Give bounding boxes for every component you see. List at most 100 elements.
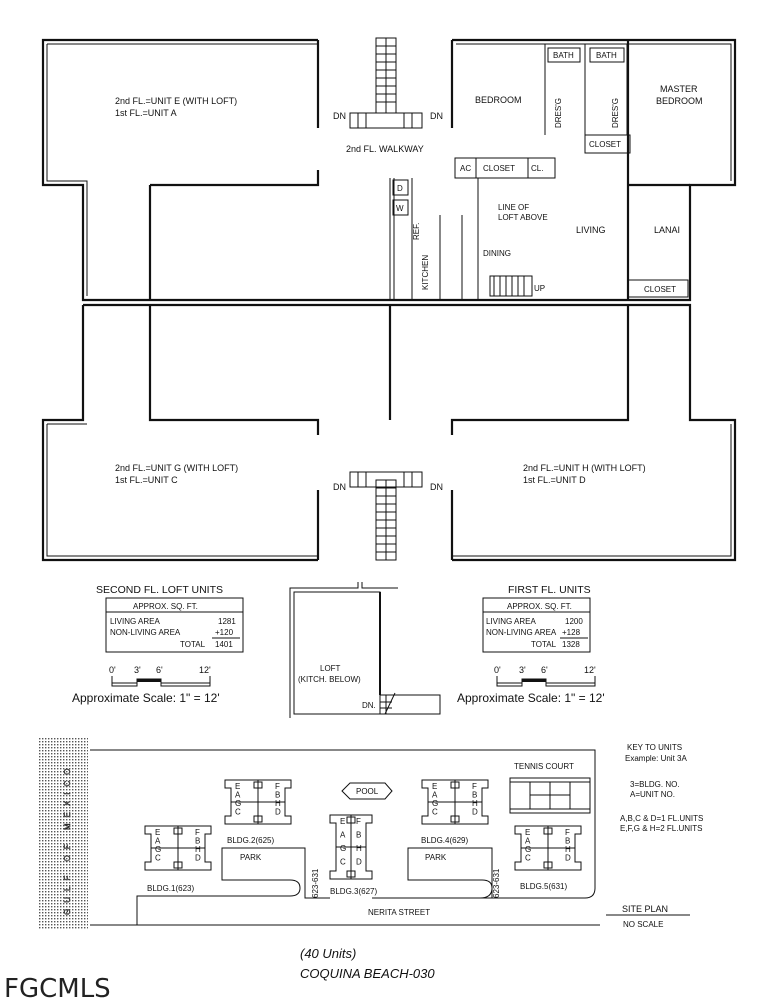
loft-dn-label: DN. (362, 701, 376, 710)
unit-letter: H (356, 844, 362, 853)
unit-letter: A (432, 791, 438, 800)
loft-label: (KITCH. BELOW) (298, 675, 361, 684)
second-floor-sqft-table: SECOND FL. LOFT UNITS APPROX. SQ. FT. LI… (96, 584, 244, 653)
kitchen-label: KITCHEN (421, 255, 430, 290)
scale-bar-right: 0' 3' 6' 12' Approximate Scale: 1" = 12' (457, 665, 605, 705)
bottom-left-unit-label: 1st FL.=UNIT C (115, 475, 178, 485)
address-range-label: 623-631 (492, 868, 501, 898)
unit-letter: A (340, 831, 346, 840)
ref-label: REF. (412, 223, 421, 240)
gulf-water (38, 738, 88, 930)
tennis-court (509, 777, 591, 814)
row-value: +128 (562, 628, 581, 637)
bottom-right-unit-label: 2nd FL.=UNIT H (WITH LOFT) (523, 463, 646, 473)
unit-letter: E (432, 782, 437, 791)
unit-letter: F (356, 817, 361, 826)
washer-label: W (396, 204, 404, 213)
dressing-label: DRES'G (611, 98, 620, 128)
unit-letter: C (155, 854, 161, 863)
stair-icon (253, 781, 263, 789)
building-label: BLDG.5(631) (520, 882, 567, 891)
unit-letter: D (356, 858, 362, 867)
bath-label: BATH (553, 51, 574, 60)
stair-icon (173, 827, 183, 835)
building-outline (144, 825, 212, 871)
stair-icon (543, 827, 553, 835)
unit-letter: F (565, 828, 570, 837)
unit-letter: G (235, 799, 241, 808)
row-label: LIVING AREA (486, 617, 536, 626)
unit-letter: C (525, 854, 531, 863)
unit-letter: G (340, 844, 346, 853)
key-line: E,F,G & H=2 FL.UNITS (620, 824, 702, 833)
top-left-unit-label: 2nd FL.=UNIT E (WITH LOFT) (115, 96, 237, 106)
lanai-label: LANAI (654, 225, 680, 235)
row-label: TOTAL (531, 640, 557, 649)
building-label: BLDG.4(629) (421, 836, 468, 845)
row-value: 1281 (218, 617, 236, 626)
unit-letter: F (472, 782, 477, 791)
gulf-label: GULF OF MEXICO (63, 763, 72, 915)
key-line: A=UNIT NO. (630, 790, 675, 799)
row-label: LIVING AREA (110, 617, 160, 626)
unit-letter: E (340, 817, 345, 826)
scale-tick: 0' (109, 665, 116, 675)
unit-letter: C (432, 808, 438, 817)
ac-label: AC (460, 164, 471, 173)
cl-label: CL. (531, 164, 543, 173)
unit-key: KEY TO UNITS Example: Unit 3A 3=BLDG. NO… (620, 743, 703, 833)
stair-down-label: DN (430, 111, 443, 121)
stair-icon (346, 870, 356, 878)
address-range-label: 623-631 (311, 868, 320, 898)
stair-down-label: DN (333, 482, 346, 492)
row-label: TOTAL (180, 640, 206, 649)
top-left-unit-label: 1st FL.=UNIT A (115, 108, 177, 118)
row-value: 1328 (562, 640, 580, 649)
first-floor-sqft-table: FIRST FL. UNITS APPROX. SQ. FT. LIVING A… (482, 584, 591, 653)
pool-label: POOL (356, 787, 379, 796)
unit-letter: G (432, 799, 438, 808)
loft-line-label: LOFT ABOVE (498, 213, 548, 222)
loft-label: LOFT (320, 664, 341, 673)
scale-tick: 6' (541, 665, 548, 675)
table-header: APPROX. SQ. FT. (133, 602, 198, 611)
unit-labels: 2nd FL.=UNIT E (WITH LOFT) 1st FL.=UNIT … (115, 96, 646, 492)
key-title: KEY TO UNITS (627, 743, 682, 752)
stair-icon (450, 815, 460, 823)
unit-letter: E (155, 828, 160, 837)
stair-icon (543, 861, 553, 869)
scale-tick: 12' (584, 665, 596, 675)
stair-down-label: DN (430, 482, 443, 492)
table-title: SECOND FL. LOFT UNITS (96, 584, 223, 596)
key-line: 3=BLDG. NO. (630, 780, 680, 789)
unit-letter: F (275, 782, 280, 791)
row-value: 1200 (565, 617, 583, 626)
scale-tick: 3' (134, 665, 141, 675)
master-bedroom-label: MASTER (660, 84, 698, 94)
stair-icon (253, 815, 263, 823)
unit-count: (40 Units) (300, 946, 356, 961)
room-labels: BEDROOM BATH BATH MASTER BEDROOM DRES'G … (396, 51, 703, 294)
building-label: BLDG.2(625) (227, 836, 274, 845)
table-header: APPROX. SQ. FT. (507, 602, 572, 611)
bottom-right-unit-label: 1st FL.=UNIT D (523, 475, 586, 485)
unit-letter: A (155, 837, 161, 846)
building-outline (514, 825, 582, 871)
loft-line-label: LINE OF (498, 203, 529, 212)
site-plan-title: SITE PLAN (622, 904, 668, 914)
stair-down-label: DN (333, 111, 346, 121)
building-label: BLDG.3(627) (330, 887, 377, 896)
unit-letter: A (235, 791, 241, 800)
key-line: A,B,C & D=1 FL.UNITS (620, 814, 703, 823)
unit-letter: H (275, 799, 281, 808)
unit-letter: D (472, 808, 478, 817)
project-name: COQUINA BEACH-030 (300, 966, 435, 981)
scale-bar-left: 0' 3' 6' 12' Approximate Scale: 1" = 12' (72, 665, 220, 705)
scale-tick: 6' (156, 665, 163, 675)
